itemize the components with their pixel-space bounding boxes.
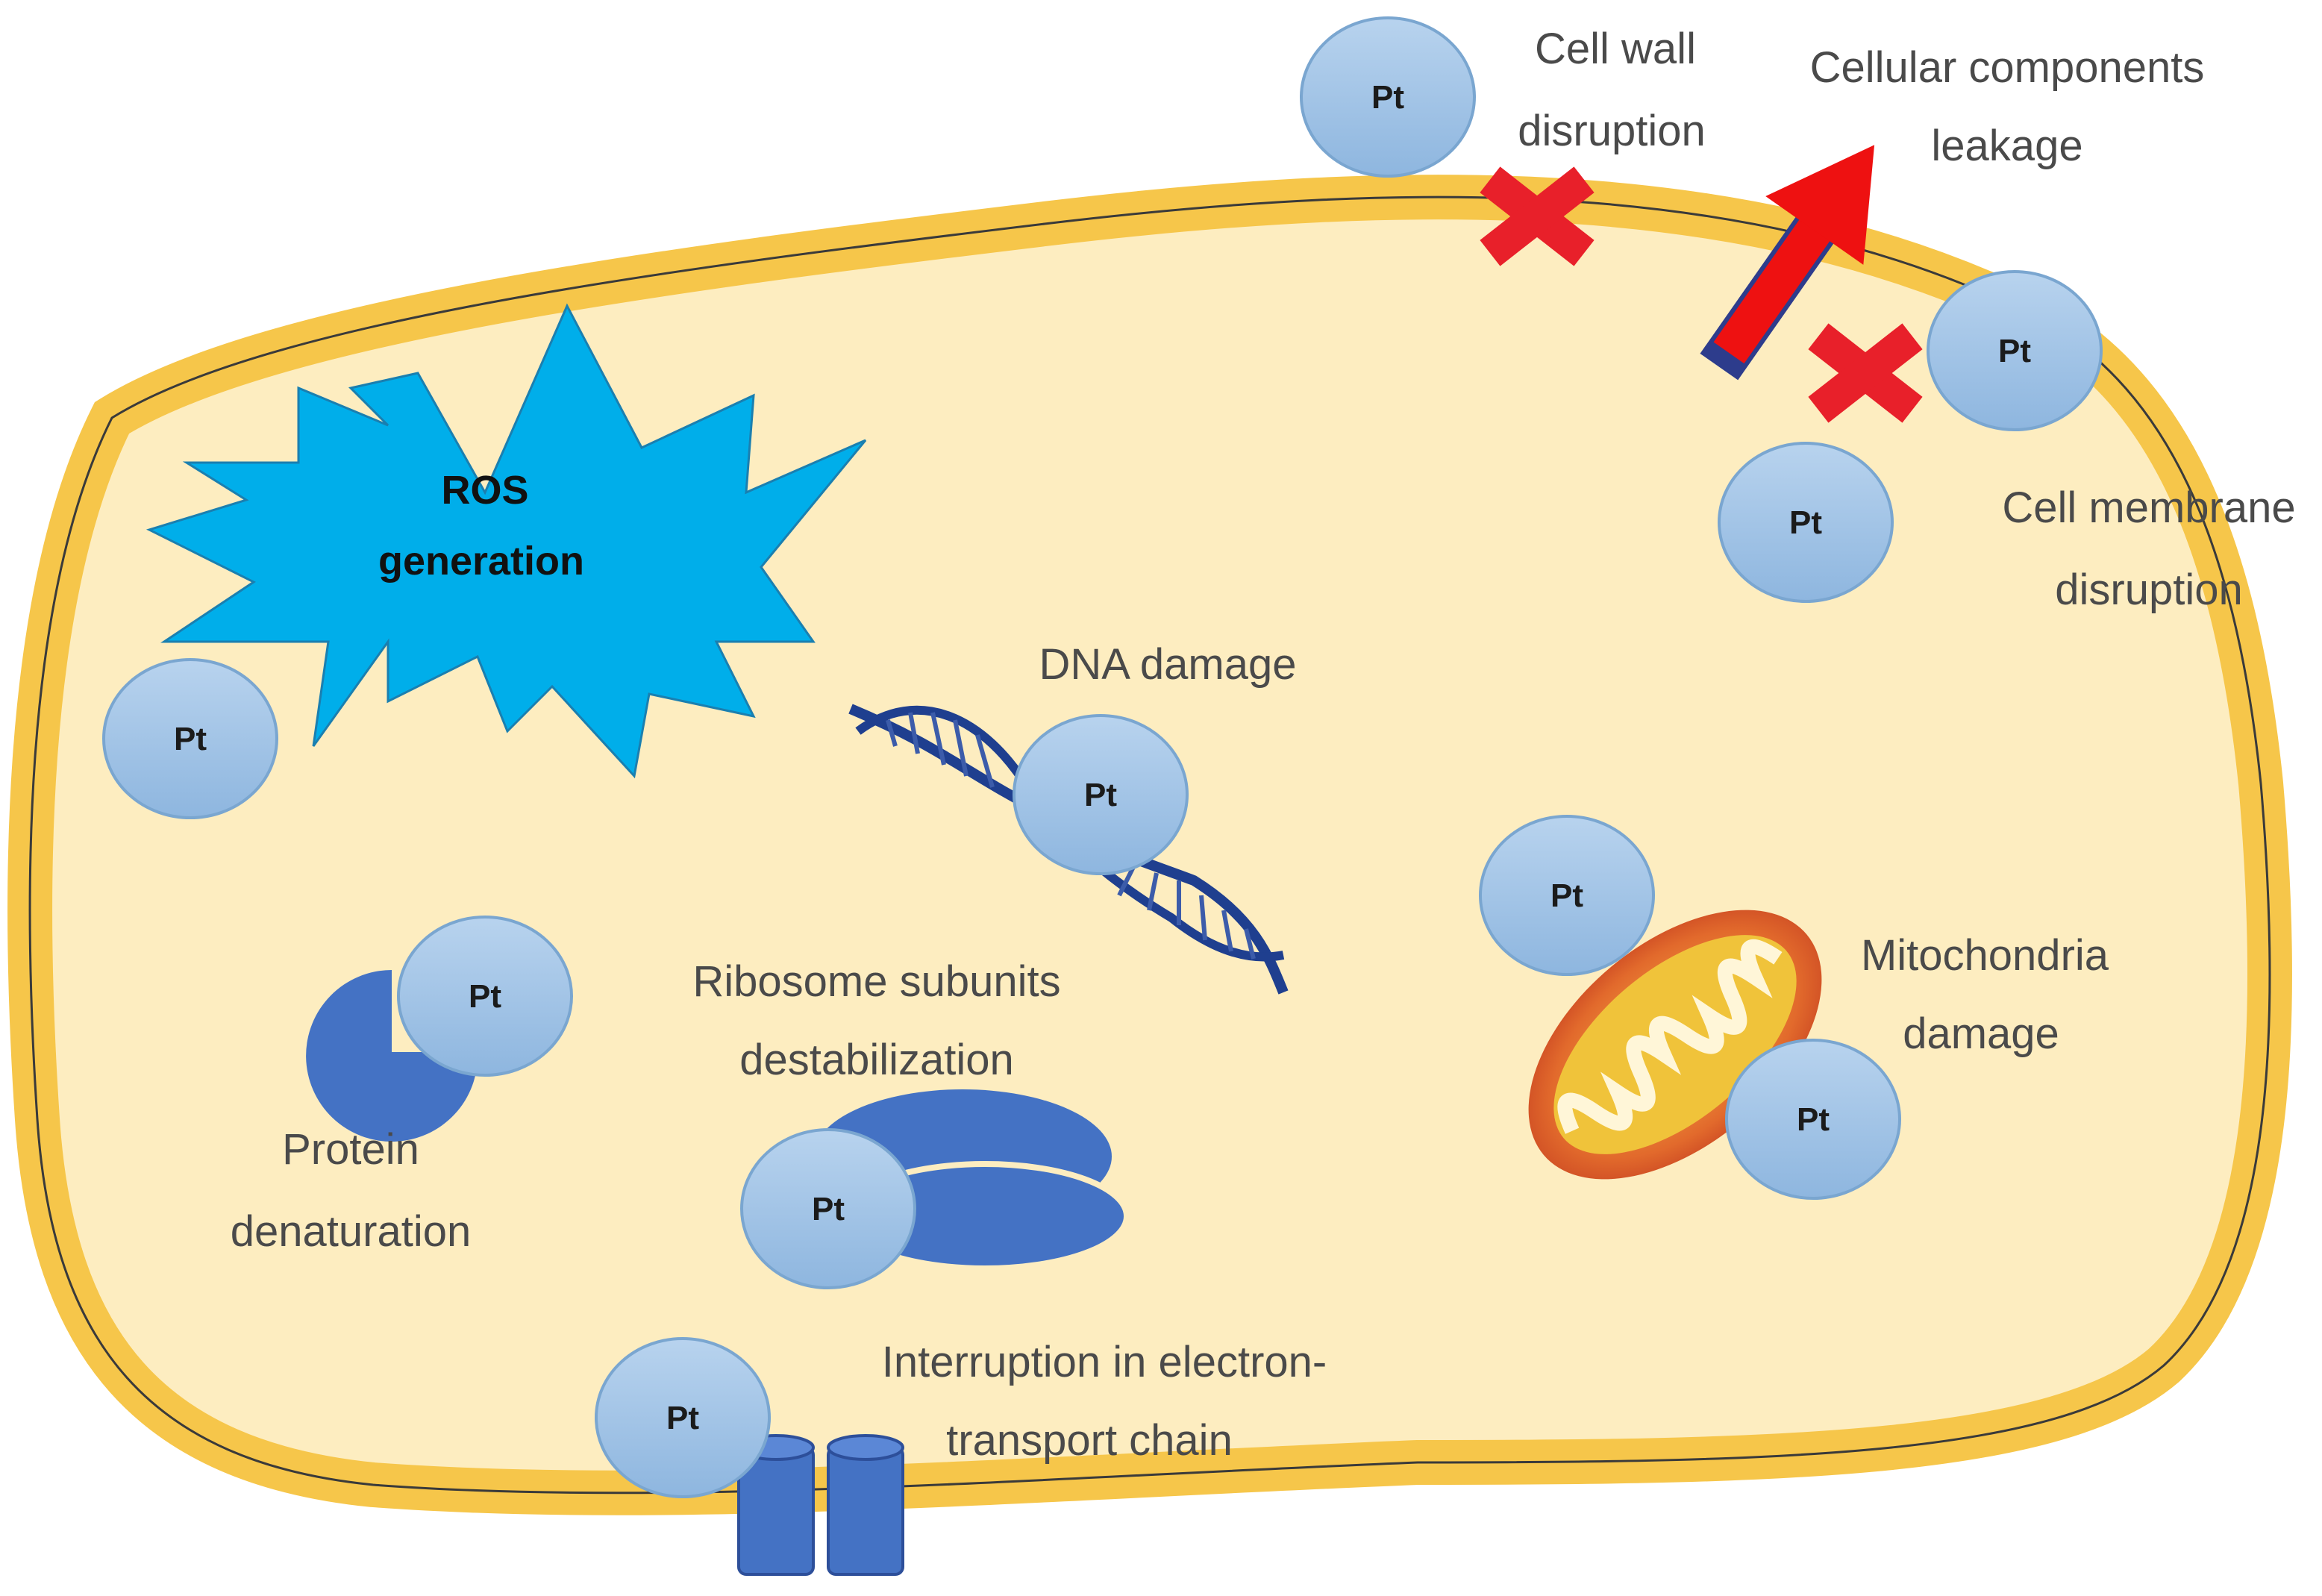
pt-nanoparticle: Pt xyxy=(1927,270,2103,431)
electron-transport-label-line1: Interruption in electron- xyxy=(882,1338,1327,1386)
membrane-disruption-label-line1: Cell membrane xyxy=(2002,484,2295,532)
transport-channel-icon xyxy=(737,1434,904,1576)
cell-wall-disruption-label-line1: Cell wall xyxy=(1535,25,1696,73)
ros-label-line1: ROS xyxy=(441,468,528,513)
cell-wall-outer-edge xyxy=(28,195,2271,1495)
pt-nanoparticle: Pt xyxy=(740,1128,916,1289)
svg-text:Pt: Pt xyxy=(812,1191,845,1227)
svg-text:Pt: Pt xyxy=(1998,333,2031,369)
leakage-arrow-icon xyxy=(1700,145,1875,381)
cell-wall-disruption-label-line2: disruption xyxy=(1518,107,1705,155)
pt-nanoparticle: Pt xyxy=(102,658,278,819)
cell-membrane-cross-icon xyxy=(1808,323,1923,423)
leakage-label-line2: leakage xyxy=(1931,122,2082,170)
svg-text:Pt: Pt xyxy=(469,978,501,1015)
mitochondria-damage-label-line2: damage xyxy=(1903,1010,2059,1058)
pt-nanoparticle: Pt xyxy=(1479,815,1655,976)
pt-nanoparticle: Pt xyxy=(595,1337,771,1498)
svg-text:Pt: Pt xyxy=(1084,777,1117,813)
svg-text:Pt: Pt xyxy=(1789,504,1822,541)
pt-nanoparticle: Pt xyxy=(1718,442,1894,603)
svg-text:Pt: Pt xyxy=(1797,1101,1830,1138)
pt-nanoparticle: Pt xyxy=(397,916,573,1077)
pt-nanoparticle: Pt xyxy=(1300,16,1476,178)
protein-denaturation-label-line1: Protein xyxy=(282,1125,419,1174)
svg-text:Pt: Pt xyxy=(666,1400,699,1436)
ros-burst-icon xyxy=(145,303,867,779)
electron-transport-label-line2: transport chain xyxy=(946,1416,1233,1465)
mitochondria-damage-label-line1: Mitochondria xyxy=(1861,931,2109,980)
cell-wall-cross-icon xyxy=(1480,166,1595,266)
ribosome-destabilization-label-line2: destabilization xyxy=(739,1036,1014,1084)
svg-text:Pt: Pt xyxy=(1550,877,1583,914)
protein-denaturation-label-line2: denaturation xyxy=(231,1207,471,1256)
leakage-label-line1: Cellular components xyxy=(1810,43,2205,92)
svg-text:Pt: Pt xyxy=(174,721,207,757)
pt-nanoparticle: Pt xyxy=(1725,1039,1901,1200)
pt-nanoparticle: Pt xyxy=(1013,714,1189,875)
svg-text:Pt: Pt xyxy=(1371,79,1404,116)
ros-label-line2: generation xyxy=(378,539,584,583)
membrane-disruption-label-line2: disruption xyxy=(2055,566,2242,614)
protein-icon xyxy=(306,970,478,1142)
ribosome-destabilization-label-line1: Ribosome subunits xyxy=(692,957,1060,1006)
dna-damage-label: DNA damage xyxy=(1039,640,1297,689)
